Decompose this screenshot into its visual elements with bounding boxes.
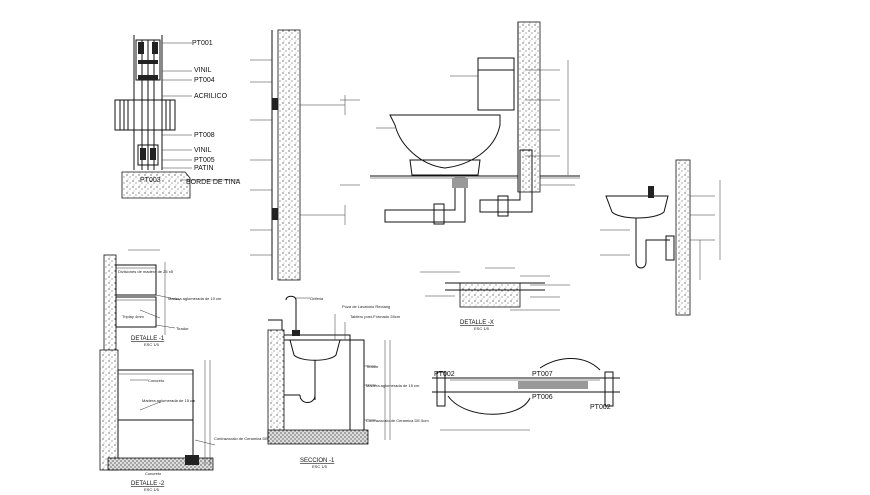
section-1-detail: Griferia Poza de Lavatorio Rectang Table… <box>267 295 429 469</box>
plan-label-0: PT002 <box>434 371 455 378</box>
bath-label-6: PT005 <box>194 157 215 164</box>
cab2-label-0: Concreto <box>148 378 165 383</box>
cabinet-detail-1: Divisiones de madera de 25 x5 Madera agl… <box>103 249 222 356</box>
detail-x-scale: ESC 1/5 <box>474 326 490 331</box>
cab1-label-1: Madera aglomerada de 10 cm <box>168 296 222 301</box>
sec1-label-3: Tirador <box>366 364 379 369</box>
cab1-title: DETALLE -1 <box>131 336 165 342</box>
wall-section-detail <box>250 29 360 281</box>
bath-label-1: VINIL <box>194 67 212 74</box>
cab2-label-1: Madera aglomerada de 15 cm <box>142 398 196 403</box>
bath-label-5: VINIL <box>194 147 212 154</box>
sink-elevation <box>600 159 721 316</box>
bath-label-8: PT003 <box>140 177 161 184</box>
cab1-label-2: Triplay 4mm <box>122 314 145 319</box>
cab2-label-2: Contrazocalo de Ceramica DE.5cm <box>214 436 277 441</box>
sec1-label-2: Tablero post-Formado 28cm <box>350 314 401 319</box>
sec1-label-4: Madera aglomerada de 15 cm <box>366 383 420 388</box>
plan-label-1: PT007 <box>532 371 553 378</box>
cab1-label-0: Divisiones de madera de 25 x5 <box>118 269 174 274</box>
plan-detail: PT002 PT007 PT006 PT002 <box>432 358 620 431</box>
bath-label-2: PT004 <box>194 77 215 84</box>
bath-label-3: ACRILICO <box>194 93 228 100</box>
bath-label-0: PT001 <box>192 40 213 47</box>
detail-x-title: DETALLE -X <box>460 320 494 326</box>
sec1-label-0: Griferia <box>310 296 324 301</box>
cab1-label-3: Tirador <box>176 326 189 331</box>
sec1-scale: ESC 1/5 <box>312 464 328 469</box>
bath-label-7: PATIN <box>194 165 214 172</box>
cabinet-detail-2: Concreto Madera aglomerada de 15 cm Cont… <box>99 349 277 492</box>
plan-label-2: PT006 <box>532 394 553 401</box>
sec1-title: SECCION -1 <box>300 458 335 464</box>
cab2-label-3: Concreto <box>145 471 162 476</box>
sec1-label-1: Poza de Lavatorio Rectang <box>342 304 390 309</box>
bath-label-9: BORDE DE TINA <box>186 179 241 186</box>
bath-edge-detail: PT001 VINIL PT004 ACRILICO PT008 VINIL P… <box>114 35 241 199</box>
bath-label-4: PT008 <box>194 132 215 139</box>
cab2-title: DETALLE -2 <box>131 481 165 487</box>
toilet-elevation <box>370 21 580 225</box>
cab1-scale: ESC 1/5 <box>144 342 160 347</box>
plan-label-3: PT002 <box>590 404 611 411</box>
detail-x: DETALLE -X ESC 1/5 <box>420 267 570 331</box>
sec1-label-5: Contrazocalo de Ceramica DE.5cm <box>366 418 429 423</box>
cab2-scale: ESC 1/5 <box>144 487 160 492</box>
